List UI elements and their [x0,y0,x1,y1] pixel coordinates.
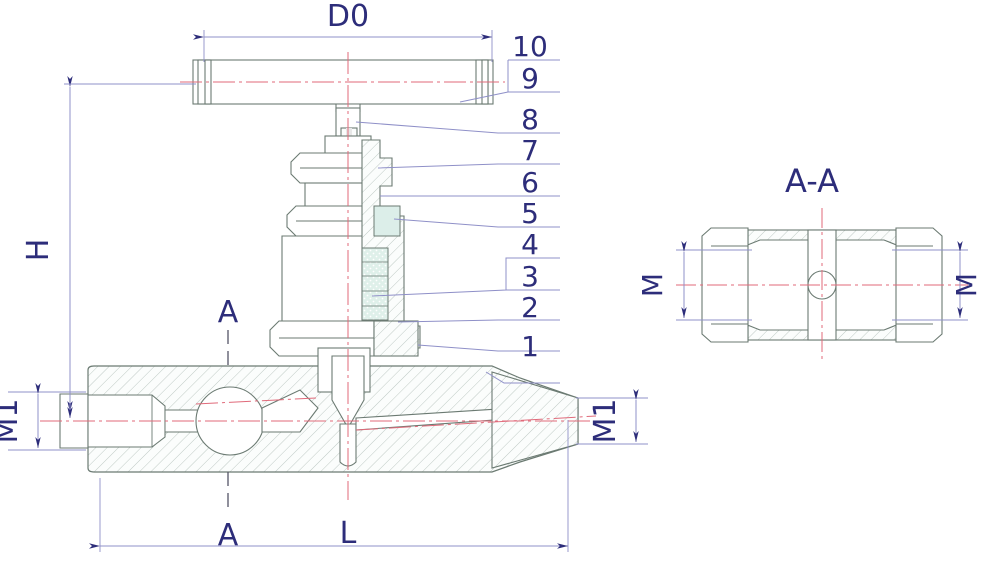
dimension-label-D0: D0 [327,0,369,34]
dimension-label-H: H [21,239,56,262]
callout-number-2: 2 [521,291,539,324]
callout-number-3: 3 [521,260,539,293]
leader-8 [355,121,560,134]
dimension-label-M1-left: M1 [0,399,25,444]
gland-bushing [373,205,401,237]
packing-rings [361,247,389,321]
dimension-label-M1-right: M1 [588,399,623,444]
needle-tip-extension [339,423,357,467]
callout-numbers: 10 9 8 7 6 5 4 3 2 1 [512,30,548,363]
dimension-L: L [89,420,569,552]
inlet-angled-centerline [195,397,317,405]
dimension-label-M-right: M [950,273,983,297]
leader-7 [377,163,560,169]
union-collar-section [373,320,419,357]
section-label-A-bottom: A [218,518,239,553]
section-mark-a-bottom: A [218,472,239,553]
leader-2 [417,344,560,352]
handle-bar-assembly [192,59,494,105]
dimension-M1-left: M1 [0,383,86,451]
dimension-M1-right: M1 [576,389,648,445]
callout-number-8: 8 [521,103,539,136]
section-label-A-top: A [218,295,239,330]
callout-leaders [355,59,560,384]
callout-number-5: 5 [521,197,539,230]
callout-number-10: 10 [512,30,548,63]
callout-number-1: 1 [521,330,539,363]
dimension-label-M-left: M [636,273,669,297]
section-mark-a-top: A [218,295,239,370]
section-view-title: A-A [785,162,839,200]
bonnet-barrel [281,235,375,331]
handle-bar [192,59,494,105]
leader-5 [393,218,560,228]
leader-1 [485,371,560,384]
outlet-centerline [355,415,597,431]
callout-number-6: 6 [521,166,539,199]
section-view-aa: A-A M M [636,162,983,362]
leader-4 [371,257,560,297]
callout-number-9: 9 [521,62,539,95]
dimension-label-L: L [340,516,357,551]
callout-number-4: 4 [521,228,539,261]
leader-3 [397,319,560,323]
leader-9-part [459,91,509,103]
dimension-D0: D0 [193,0,493,62]
dimension-H: H [21,76,196,412]
callout-number-7: 7 [521,134,539,167]
gland-stud [304,182,372,208]
